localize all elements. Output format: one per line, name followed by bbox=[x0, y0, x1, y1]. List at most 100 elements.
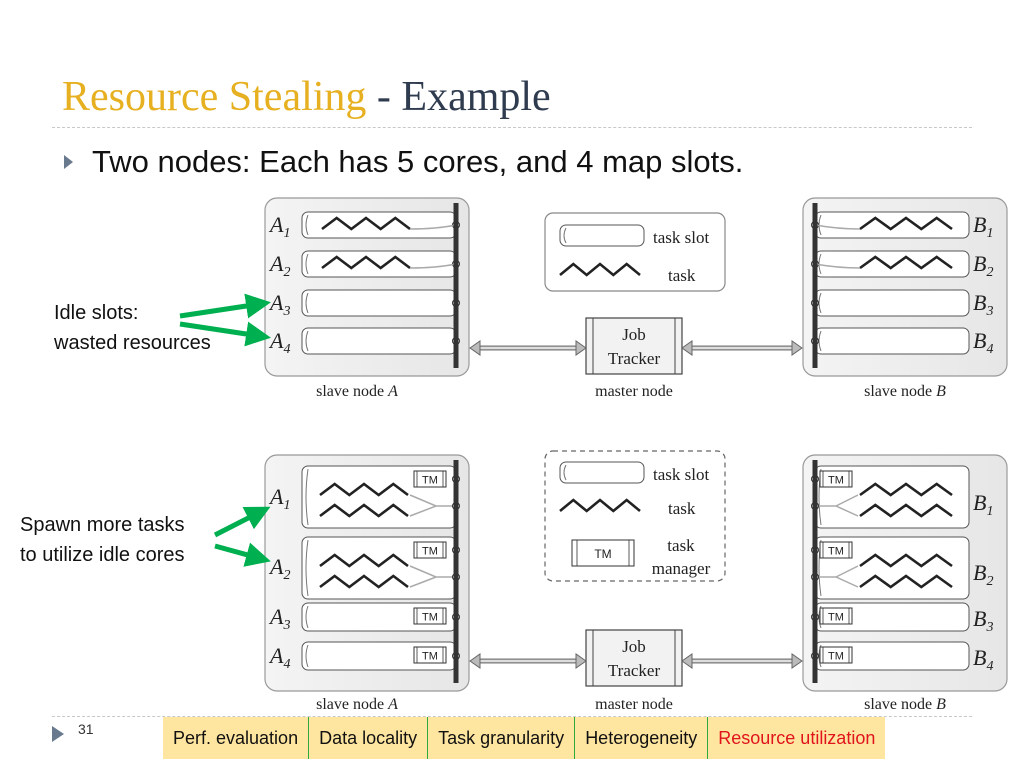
legend-slot-icon-top bbox=[559, 224, 645, 247]
job-tracker-label-1: Job bbox=[622, 325, 646, 344]
slave-b-caption-bottom: slave node B bbox=[864, 696, 946, 713]
job-tracker-label-1: Job bbox=[622, 637, 646, 656]
tm-b4-bottom bbox=[819, 646, 853, 664]
idle-slots-callout: Idle slots: wasted resources bbox=[54, 298, 211, 358]
tm-label: TM bbox=[422, 651, 438, 663]
callout-arrow-idle-1 bbox=[179, 293, 271, 319]
label-a3-top: A3 bbox=[268, 290, 290, 319]
legend-tm-icon bbox=[571, 539, 635, 567]
legend-task-manager-2: manager bbox=[652, 559, 711, 578]
slot-a3-top bbox=[301, 289, 457, 317]
job-tracker-bottom bbox=[585, 629, 683, 687]
tm-a4-bottom bbox=[413, 646, 447, 664]
label-a2-bottom: A2 bbox=[268, 554, 290, 583]
label-a1-bottom: A1 bbox=[268, 484, 290, 513]
slot-b4-top bbox=[814, 327, 970, 355]
title-sub: Example bbox=[401, 74, 551, 120]
legend-task-bottom: task bbox=[668, 499, 696, 518]
title-separator: - bbox=[366, 74, 402, 120]
label-a2-top: A2 bbox=[268, 251, 290, 280]
legend-slot-icon-bottom bbox=[559, 461, 645, 484]
master-caption-top: master node bbox=[595, 383, 673, 400]
label-b2-top: B2 bbox=[973, 251, 993, 280]
legend-task-icon-bottom bbox=[559, 498, 641, 513]
legend-task-icon-top bbox=[559, 262, 641, 277]
label-b1-top: B1 bbox=[973, 212, 993, 241]
label-b3-top: B3 bbox=[973, 290, 993, 319]
label-a4-top: A4 bbox=[268, 328, 290, 357]
spawn-callout-line-2: to utilize idle cores bbox=[20, 544, 185, 566]
slave-a-caption-bottom: slave node A bbox=[316, 696, 398, 713]
legend-task-slot-top: task slot bbox=[653, 228, 709, 247]
task-a2-1-bottom bbox=[319, 553, 409, 568]
slot-b3-top bbox=[814, 289, 970, 317]
spawn-tasks-callout: Spawn more tasks to utilize idle cores bbox=[20, 510, 185, 570]
tab-task-granularity[interactable]: Task granularity bbox=[428, 717, 576, 759]
tm-b3-bottom bbox=[819, 607, 853, 625]
title-divider bbox=[52, 127, 972, 128]
tm-b1-bottom bbox=[819, 470, 853, 488]
tm-a3-bottom bbox=[413, 607, 447, 625]
tm-label: TM bbox=[828, 651, 844, 663]
slot-a4-top bbox=[301, 327, 457, 355]
legend-tm-text: TM bbox=[594, 547, 611, 561]
spawn-callout-line-1: Spawn more tasks bbox=[20, 514, 185, 536]
nav-arrow-icon[interactable] bbox=[52, 726, 64, 742]
task-b1-1-bottom bbox=[859, 482, 953, 497]
task-a2-top bbox=[321, 255, 411, 270]
bullet-arrow-icon bbox=[64, 155, 73, 169]
label-a1-top: A1 bbox=[268, 212, 290, 241]
job-tracker-top bbox=[585, 317, 683, 375]
tm-label: TM bbox=[422, 475, 438, 487]
tm-a1-bottom bbox=[413, 470, 447, 488]
bullet-text: Two nodes: Each has 5 cores, and 4 map s… bbox=[92, 144, 744, 179]
master-caption-bottom: master node bbox=[595, 696, 673, 713]
legend-task-slot-bottom: task slot bbox=[653, 465, 709, 484]
callout-arrow-idle-2 bbox=[179, 321, 271, 347]
task-b1-2-bottom bbox=[859, 503, 953, 518]
task-a1-2-bottom bbox=[319, 503, 409, 518]
label-a4-bottom: A4 bbox=[268, 643, 290, 672]
task-b1-top bbox=[859, 216, 953, 231]
task-a1-top bbox=[321, 216, 411, 231]
tm-label: TM bbox=[422, 546, 438, 558]
tab-perf-evaluation[interactable]: Perf. evaluation bbox=[163, 717, 310, 759]
idle-callout-line-2: wasted resources bbox=[54, 332, 211, 354]
tm-label: TM bbox=[828, 546, 844, 558]
idle-callout-line-1: Idle slots: bbox=[54, 302, 139, 324]
task-b2-top bbox=[859, 255, 953, 270]
label-b1-bottom: B1 bbox=[973, 490, 993, 519]
task-b2-1-bottom bbox=[859, 553, 953, 568]
title-main: Resource Stealing bbox=[62, 74, 367, 120]
legend-task-manager-1: task bbox=[667, 536, 695, 555]
slot-a2-top bbox=[301, 250, 457, 278]
tab-resource-utilization[interactable]: Resource utilization bbox=[718, 728, 876, 748]
task-a2-2-bottom bbox=[319, 574, 409, 589]
label-b2-bottom: B2 bbox=[973, 560, 993, 589]
tab-data-locality[interactable]: Data locality bbox=[309, 717, 429, 759]
callout-arrow-spawn-1 bbox=[213, 506, 271, 538]
job-tracker-label-2: Tracker bbox=[608, 349, 661, 368]
tm-label: TM bbox=[828, 475, 844, 487]
footer-divider bbox=[52, 716, 972, 717]
job-tracker-label-2: Tracker bbox=[608, 661, 661, 680]
slide-number: 31 bbox=[78, 721, 94, 737]
tab-heterogeneity[interactable]: Heterogeneity bbox=[575, 717, 709, 759]
slot-a1-top bbox=[301, 211, 457, 239]
callout-arrow-spawn-2 bbox=[214, 542, 271, 567]
tm-a2-bottom bbox=[413, 541, 447, 559]
label-b4-top: B4 bbox=[973, 328, 993, 357]
label-b3-bottom: B3 bbox=[973, 606, 993, 635]
legend-task-top: task bbox=[668, 266, 696, 285]
slave-b-caption-top: slave node B bbox=[864, 383, 946, 400]
label-a3-bottom: A3 bbox=[268, 604, 290, 633]
task-b2-2-bottom bbox=[859, 574, 953, 589]
tm-label: TM bbox=[422, 612, 438, 624]
tm-label: TM bbox=[828, 612, 844, 624]
tm-b2-bottom bbox=[819, 541, 853, 559]
label-b4-bottom: B4 bbox=[973, 645, 993, 674]
slide-title: Resource Stealing - Example bbox=[62, 72, 551, 122]
slave-a-caption-top: slave node A bbox=[316, 383, 398, 400]
